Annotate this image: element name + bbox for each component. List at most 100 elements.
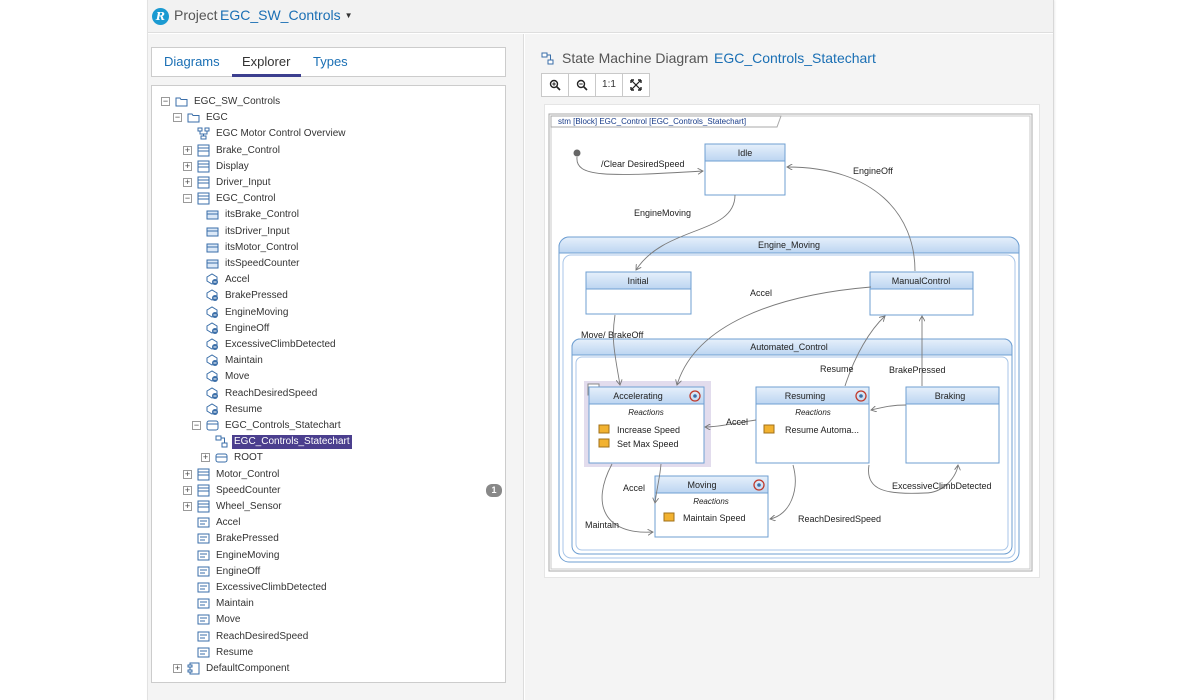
expand-toggle-icon[interactable]: + xyxy=(183,501,192,511)
tree-node-label: EngineMoving xyxy=(216,549,280,561)
transition-excessive[interactable] xyxy=(868,465,958,494)
diagram-canvas[interactable]: stm [Block] EGC_Control [EGC_Controls_St… xyxy=(544,104,1040,578)
expand-toggle-icon[interactable]: + xyxy=(183,144,192,155)
frame-tab xyxy=(550,115,782,128)
reaction-set-max-speed: Set Max Speed xyxy=(617,439,679,449)
state-initial-label: Initial xyxy=(627,276,648,286)
actual-size-button[interactable]: 1:1 xyxy=(595,73,623,97)
expand-toggle-icon[interactable]: + xyxy=(173,663,182,673)
transition-label-accel-moving: Accel xyxy=(623,483,645,493)
tree-node-label: Maintain xyxy=(216,598,254,610)
fit-icon xyxy=(630,79,642,91)
transition-maintain[interactable] xyxy=(601,463,653,532)
expand-toggle-icon[interactable]: + xyxy=(183,484,192,495)
tree-node-label: EGC_Control xyxy=(216,193,276,205)
resuming-reactions-label: Reactions xyxy=(795,408,831,417)
diagram-panel: State Machine Diagram EGC_Controls_State… xyxy=(525,34,1053,700)
expand-toggle-icon[interactable]: + xyxy=(183,177,192,187)
transition-label-accel-manual: Accel xyxy=(750,288,772,298)
reaction-maintain-speed: Maintain Speed xyxy=(683,513,746,523)
collapse-toggle-icon[interactable]: − xyxy=(173,112,182,123)
tree-node-label: ROOT xyxy=(234,452,263,464)
frame-label: stm [Block] EGC_Control [EGC_Controls_St… xyxy=(558,117,746,126)
active-tab-indicator xyxy=(232,74,301,77)
state-moving-label: Moving xyxy=(687,480,716,490)
action-icon xyxy=(663,512,675,522)
tree-node-label: Resume xyxy=(225,403,263,415)
reaction-resume-automatic: Resume Automa... xyxy=(785,425,859,435)
tab-types[interactable]: Types xyxy=(313,54,348,69)
tree-node-label: BrakePressed xyxy=(216,533,279,545)
project-selector[interactable]: EGC_SW_Controls▼ xyxy=(220,7,353,23)
tree-node-label: EngineOff xyxy=(216,565,261,577)
project-label: Project xyxy=(174,7,218,23)
engine-moving-inner-border xyxy=(562,254,1016,559)
transition-label-resume: Resume xyxy=(820,364,854,374)
accelerating-reactions-label: Reactions xyxy=(628,408,664,417)
reaction-increase-speed: Increase Speed xyxy=(617,425,680,435)
tree-node-label: EGC Motor Control Overview xyxy=(216,128,346,140)
transition-label-reachdesiredspeed: ReachDesiredSpeed xyxy=(798,514,881,524)
state-automated-control-header xyxy=(571,338,1013,356)
state-accelerating-label: Accelerating xyxy=(613,391,663,401)
transition-braking-to-resuming[interactable] xyxy=(871,404,907,410)
transition-initial-to-idle[interactable] xyxy=(576,156,703,175)
state-accelerating-header xyxy=(588,386,705,405)
tree-node-label: DefaultComponent xyxy=(206,663,290,674)
transition-reachdesiredspeed[interactable] xyxy=(770,464,796,519)
state-engine-moving-header xyxy=(558,236,1020,254)
tree-node-label: Accel xyxy=(225,274,250,286)
tree-node-label: EGC xyxy=(206,112,228,124)
reactions-sync-icon xyxy=(855,390,867,402)
transition-accel-moving[interactable] xyxy=(655,463,662,503)
collapse-toggle-icon[interactable]: − xyxy=(192,420,201,430)
explorer-tree: − EGC_SW_Controls − EGC EGC Motor Control Ov… xyxy=(151,85,506,683)
transition-label-maintain: Maintain xyxy=(585,520,619,530)
tab-explorer[interactable]: Explorer xyxy=(242,54,291,69)
action-icon xyxy=(598,438,610,448)
diagram-frame-inner xyxy=(550,115,1031,570)
header-bar: R Project EGC_SW_Controls▼ xyxy=(148,0,1053,33)
tree-node-label: itsMotor_Control xyxy=(225,241,299,253)
transition-accel-resume[interactable] xyxy=(705,419,757,427)
collapse-toggle-icon[interactable]: − xyxy=(183,193,192,204)
collapse-toggle-icon[interactable]: − xyxy=(161,96,170,106)
transition-engineoff[interactable] xyxy=(787,167,916,272)
transition-label-move-brakeoff: Move/ BrakeOff xyxy=(581,330,644,340)
app-window: R Project EGC_SW_Controls▼ Diagrams Expl… xyxy=(147,0,1054,700)
zoom-out-icon xyxy=(576,79,588,91)
state-idle-label: Idle xyxy=(738,148,753,158)
statechart-svg: stm [Block] EGC_Control [EGC_Controls_St… xyxy=(548,113,1033,572)
state-engine-moving-label: Engine_Moving xyxy=(758,240,820,250)
zoom-in-icon xyxy=(549,79,561,91)
zoom-out-button[interactable] xyxy=(568,73,596,97)
expand-toggle-icon[interactable]: + xyxy=(183,468,192,479)
tree-node-label: EngineMoving xyxy=(225,306,289,318)
rhapsody-logo-icon: R xyxy=(152,8,169,25)
transition-enginemoving[interactable] xyxy=(636,194,736,270)
transition-label-engineoff: EngineOff xyxy=(853,166,893,176)
tree-node-label: EGC_SW_Controls xyxy=(194,96,281,107)
transition-label-accel-resume: Accel xyxy=(726,417,748,427)
tree-node-label: Wheel_Sensor xyxy=(216,501,282,512)
transition-move-brakeoff[interactable] xyxy=(612,314,620,385)
tree-node-label: ReachDesiredSpeed xyxy=(216,630,309,642)
expand-toggle-icon[interactable]: + xyxy=(201,452,210,463)
state-moving-header xyxy=(654,475,769,494)
transition-resume[interactable] xyxy=(844,316,885,387)
transition-accel-manual[interactable] xyxy=(677,286,872,385)
state-idle-header xyxy=(704,143,786,162)
expand-toggle-icon[interactable]: + xyxy=(183,160,192,171)
tab-diagrams[interactable]: Diagrams xyxy=(164,54,220,69)
tree-node-label: Display xyxy=(216,160,249,172)
moving-reactions-label: Reactions xyxy=(693,497,729,506)
reactions-sync-icon-dot xyxy=(693,394,697,398)
tree-node-label: Maintain xyxy=(225,355,263,367)
tree-node-label: Move xyxy=(216,614,241,626)
tree-node-label: Driver_Input xyxy=(216,177,271,188)
state-resuming-header xyxy=(755,386,870,405)
tree-node-label: ExcessiveClimbDetected xyxy=(216,582,327,593)
fit-to-window-button[interactable] xyxy=(622,73,650,97)
zoom-in-button[interactable] xyxy=(541,73,569,97)
state-automated-control-label: Automated_Control xyxy=(750,342,828,352)
